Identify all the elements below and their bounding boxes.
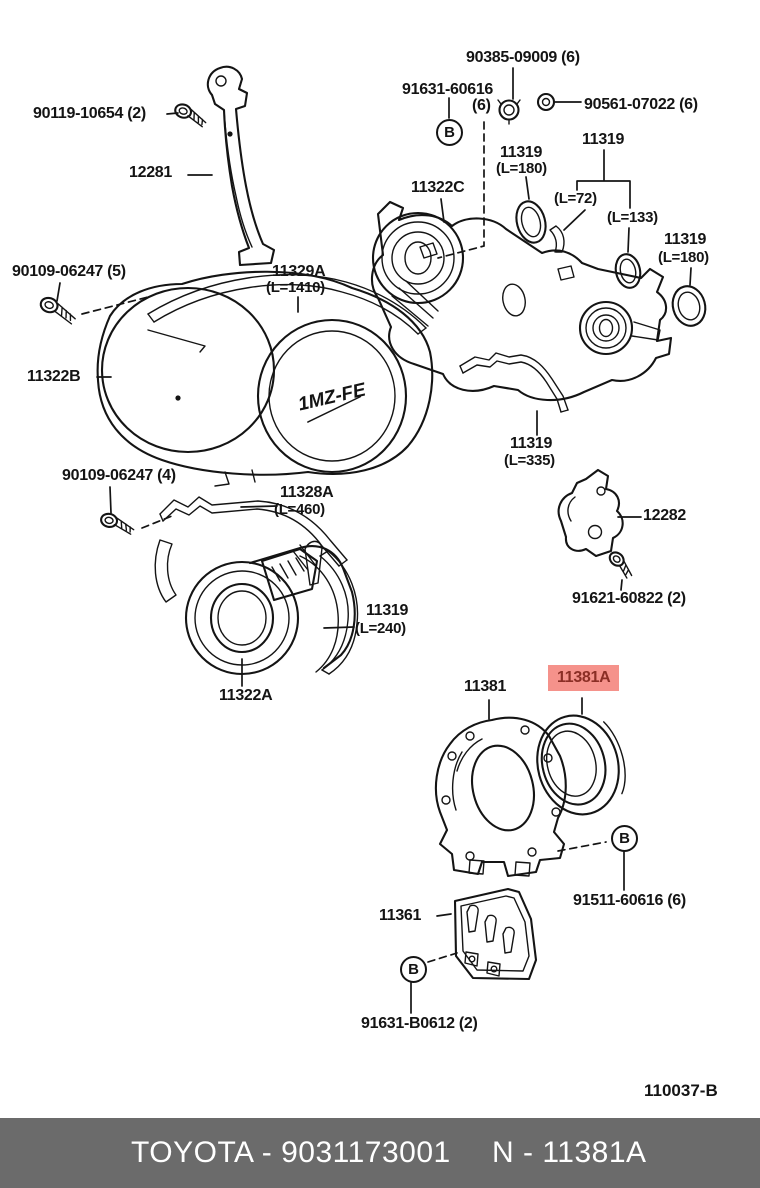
b-callout-letter: B bbox=[408, 961, 419, 978]
bolt-90119-art bbox=[174, 103, 207, 128]
gasket-11329a-art bbox=[147, 274, 427, 335]
label-12282: 12282 bbox=[643, 507, 686, 524]
leader-lines bbox=[56, 67, 692, 1014]
label-11322c: 11322C bbox=[411, 179, 465, 196]
bolt-90109-5-art bbox=[39, 296, 76, 325]
label-91631-60616-qty: (6) bbox=[472, 97, 491, 114]
label-11319-c-len: (L=180) bbox=[658, 249, 709, 266]
gasket-11328a-art bbox=[159, 496, 348, 571]
label-11322a: 11322A bbox=[219, 687, 273, 704]
label-11319-e-len: (L=240) bbox=[355, 620, 406, 637]
washer-90561-art bbox=[536, 92, 556, 112]
drawing-number: 110037-B bbox=[644, 1081, 718, 1100]
label-11319-a-len: (L=180) bbox=[496, 160, 547, 177]
label-12281: 12281 bbox=[129, 164, 172, 181]
cover-11322c-art bbox=[370, 200, 673, 402]
footer-brand-part-number: TOYOTA - 9031173001 bbox=[131, 1136, 451, 1169]
label-11319-a: 11319 bbox=[500, 144, 543, 161]
label-11328a: 11328A bbox=[280, 484, 334, 501]
label-90119-10654: 90119-10654 (2) bbox=[33, 105, 146, 122]
label-90385-09009: 90385-09009 (6) bbox=[466, 49, 580, 66]
label-11319-e: 11319 bbox=[366, 602, 409, 619]
cover-11322b-art: 1MZ-FE bbox=[96, 270, 434, 487]
retainer-11381-art bbox=[434, 716, 567, 878]
label-11319-b-len2: (L=133) bbox=[607, 209, 658, 226]
bolt-90109-4-art bbox=[100, 512, 135, 535]
label-90561-07022: 90561-07022 (6) bbox=[584, 96, 698, 113]
plate-11361-art bbox=[453, 887, 538, 981]
b-callout-letter: B bbox=[619, 830, 630, 847]
label-11328a-len: (L=460) bbox=[274, 501, 325, 518]
footer-figure-part-number: N - 11381A bbox=[492, 1136, 647, 1169]
seal-11319-133-art bbox=[614, 253, 642, 289]
label-11319-d-len: (L=335) bbox=[504, 452, 555, 469]
label-11319-b-len1: (L=72) bbox=[554, 190, 597, 207]
gasket-11319-335-art bbox=[459, 352, 569, 413]
bracket-12281-art bbox=[206, 65, 276, 267]
gasket-11319-240-art bbox=[319, 550, 359, 675]
label-90109-06247-5: 90109-06247 (5) bbox=[12, 263, 126, 280]
assembly-dashed-lines bbox=[81, 121, 607, 963]
seal-11319-180-art bbox=[515, 200, 547, 244]
seal-11381a-art bbox=[536, 714, 626, 816]
cover-11322a-art bbox=[154, 539, 356, 676]
bracket-12282-art bbox=[557, 468, 624, 558]
label-11319-d: 11319 bbox=[510, 435, 553, 452]
label-11322b: 11322B bbox=[27, 368, 81, 385]
gasket-11319-72-art bbox=[549, 225, 565, 253]
label-11319-c: 11319 bbox=[664, 231, 707, 248]
label-11361: 11361 bbox=[379, 907, 422, 924]
b-callout-letter: B bbox=[444, 124, 455, 141]
bolt-91621-art bbox=[608, 551, 633, 579]
parts-diagram-canvas: 1MZ-FE bbox=[39, 65, 707, 1014]
label-91631-60616: 91631-60616 bbox=[402, 81, 494, 98]
diagram-stage: 1MZ-FE bbox=[12, 49, 718, 1100]
seal-11319-180b-art bbox=[671, 285, 707, 327]
nut-90385-art bbox=[497, 99, 521, 125]
label-11329a: 11329A bbox=[272, 263, 326, 280]
label-91511-60616: 91511-60616 (6) bbox=[573, 892, 686, 909]
label-11319-b: 11319 bbox=[582, 131, 625, 148]
label-91621-60822: 91621-60822 (2) bbox=[572, 590, 686, 607]
b-callout-top: B bbox=[436, 119, 463, 146]
highlighted-part-label-11381a: 11381A bbox=[548, 665, 620, 691]
b-callout-middle: B bbox=[611, 825, 638, 852]
b-callout-bottom: B bbox=[400, 956, 427, 983]
label-90109-06247-4: 90109-06247 (4) bbox=[62, 467, 176, 484]
label-11329a-len: (L=1410) bbox=[266, 279, 325, 296]
label-91631-b0612: 91631-B0612 (2) bbox=[361, 1015, 478, 1032]
footer-bar: TOYOTA - 9031173001 N - 11381A bbox=[0, 1118, 760, 1188]
label-11381: 11381 bbox=[464, 678, 507, 695]
